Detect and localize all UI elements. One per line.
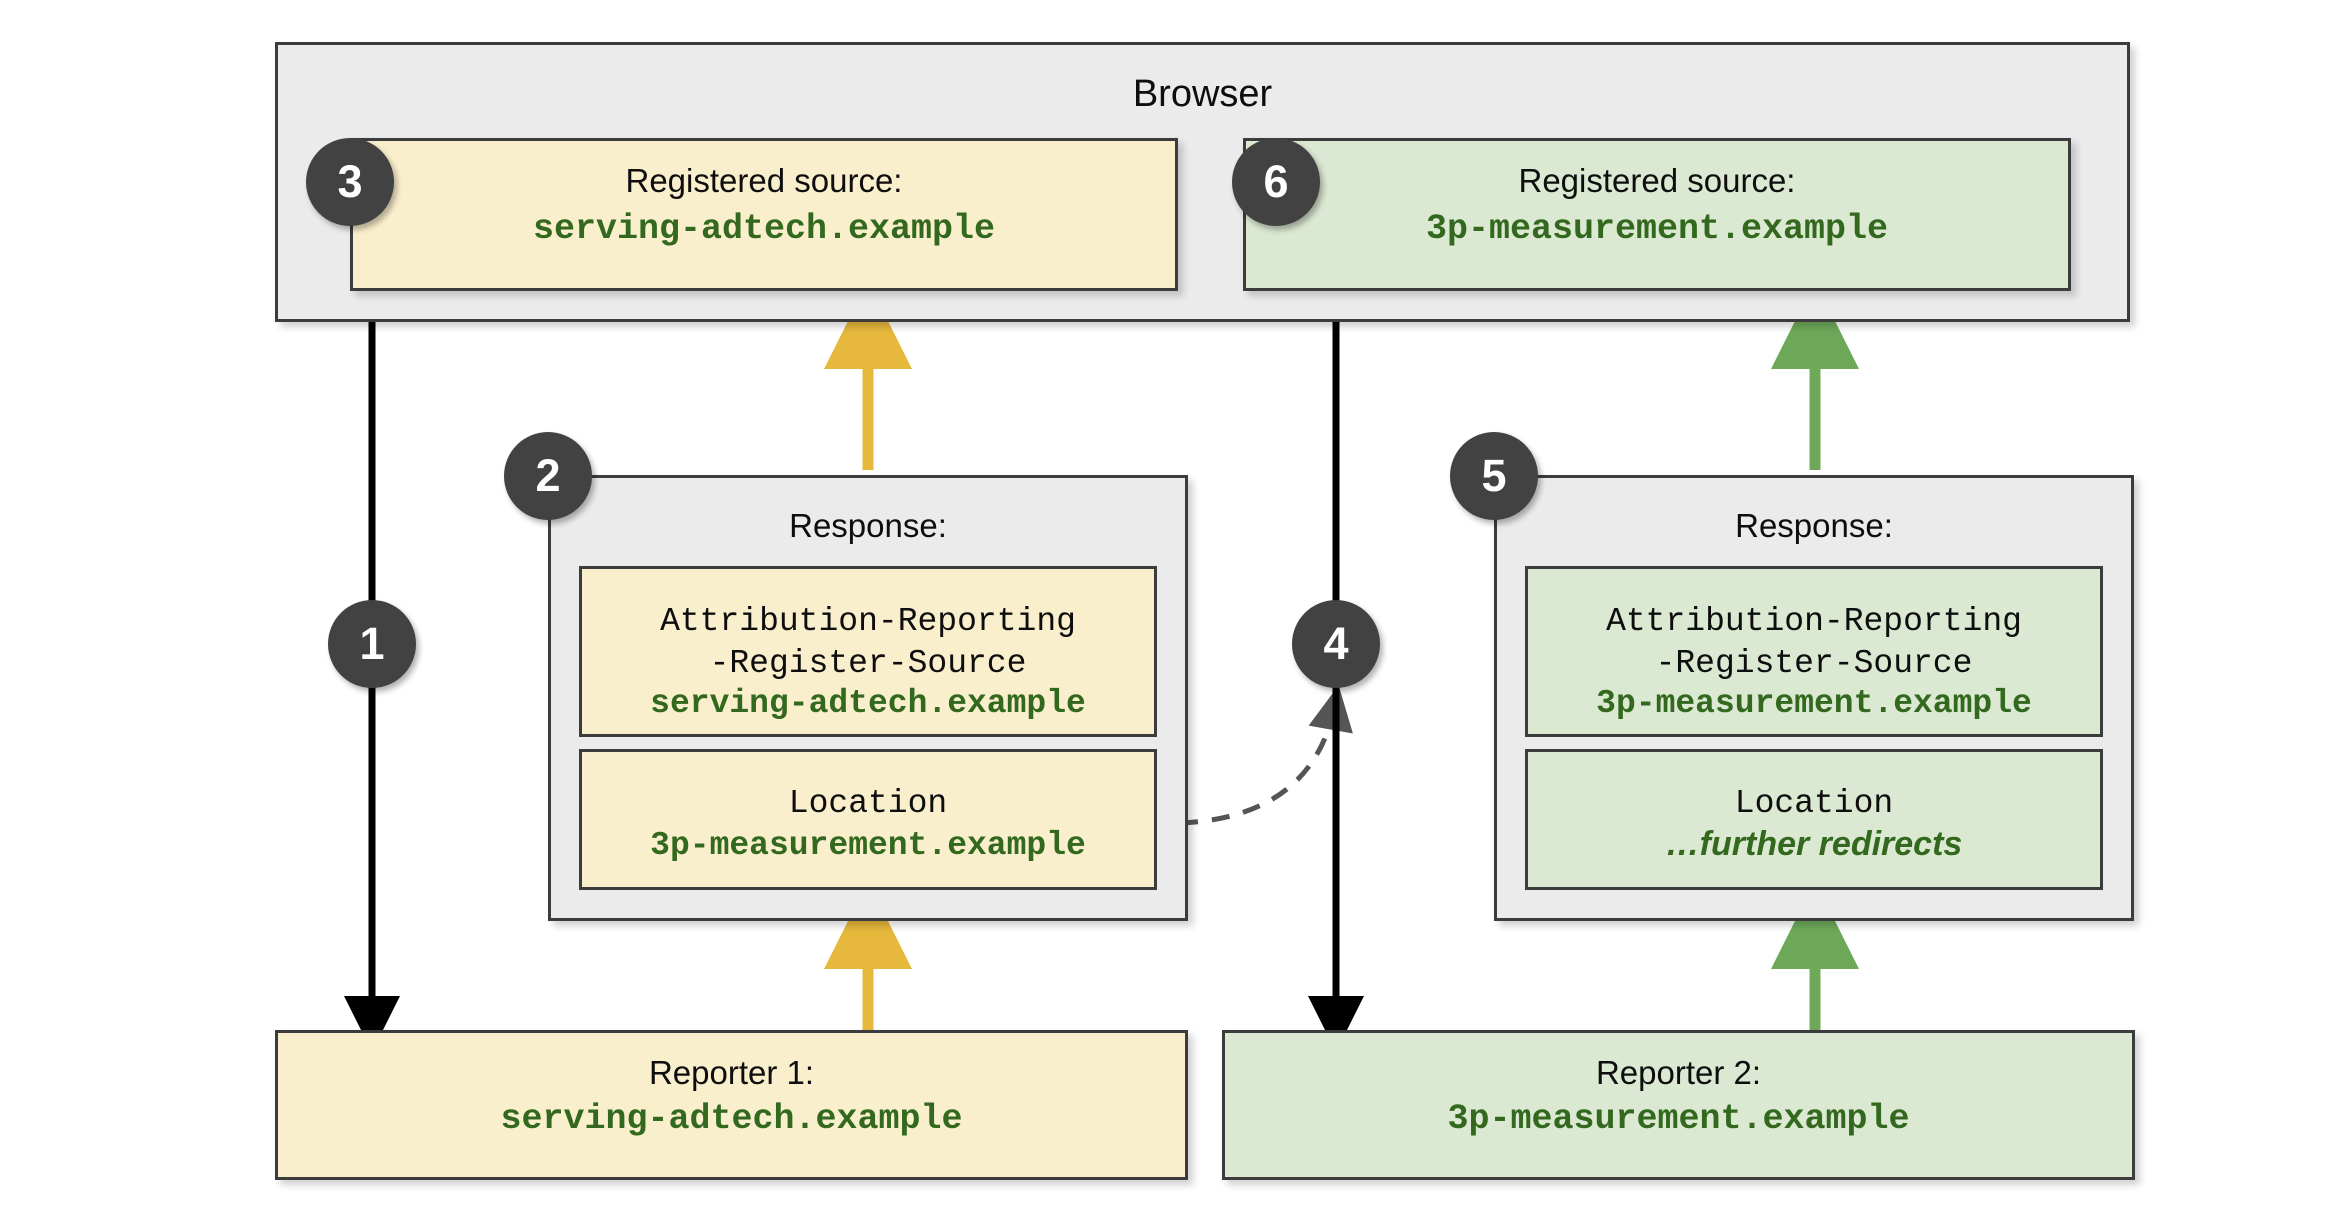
header-value-2b: 3p-measurement.example <box>650 827 1086 864</box>
header-name-line1-5b: Location <box>1734 785 1894 822</box>
step-marker-4: 4 <box>1292 600 1380 688</box>
reporter-heading-1: Reporter 1: <box>648 1054 815 1091</box>
registered-source-heading-2: Registered source: <box>1518 162 1796 199</box>
header-value-5b: …further redirects <box>1665 825 1963 863</box>
response-box-5: Response: Attribution-Reporting -Registe… <box>1494 475 2134 921</box>
header-name-line2-5a: -Register-Source <box>1655 645 1973 682</box>
registered-source-box-1: Registered source: serving-adtech.exampl… <box>350 138 1178 291</box>
response-header-location-2: Location 3p-measurement.example <box>579 749 1157 890</box>
response-heading-2: Response: <box>789 507 947 544</box>
registered-source-box-2: Registered source: 3p-measurement.exampl… <box>1243 138 2071 291</box>
reporter-domain-2: 3p-measurement.example <box>1447 1099 1910 1139</box>
response-header-location-5: Location …further redirects <box>1525 749 2103 890</box>
response-box-2: Response: Attribution-Reporting -Registe… <box>548 475 1188 921</box>
registered-source-domain-2: 3p-measurement.example <box>1425 209 1889 249</box>
header-value-5a: 3p-measurement.example <box>1596 685 2032 722</box>
step-marker-3: 3 <box>306 138 394 226</box>
registered-source-heading-1: Registered source: <box>625 162 903 199</box>
arrow-step-4-dashed-redirect <box>1179 685 1353 826</box>
response-heading-5: Response: <box>1735 507 1893 544</box>
step-marker-1: 1 <box>328 600 416 688</box>
registered-source-domain-1: serving-adtech.example <box>532 209 996 249</box>
header-name-line1-5a: Attribution-Reporting <box>1606 603 2022 640</box>
response-header-attribution-reporting-register-source-5: Attribution-Reporting -Register-Source 3… <box>1525 566 2103 737</box>
reporter-box-2: Reporter 2: 3p-measurement.example <box>1222 1030 2135 1180</box>
step-marker-5: 5 <box>1450 432 1538 520</box>
header-value-2a: serving-adtech.example <box>650 685 1086 722</box>
reporter-heading-2: Reporter 2: <box>1595 1054 1762 1091</box>
header-name-line1-2a: Attribution-Reporting <box>660 603 1076 640</box>
browser-title: Browser <box>1132 73 1273 115</box>
step-marker-6: 6 <box>1232 138 1320 226</box>
header-name-line2-2a: -Register-Source <box>709 645 1027 682</box>
reporter-box-1: Reporter 1: serving-adtech.example <box>275 1030 1188 1180</box>
header-name-line1-2b: Location <box>788 785 948 822</box>
step-marker-2: 2 <box>504 432 592 520</box>
response-header-attribution-reporting-register-source-2: Attribution-Reporting -Register-Source s… <box>579 566 1157 737</box>
reporter-domain-1: serving-adtech.example <box>500 1099 963 1139</box>
